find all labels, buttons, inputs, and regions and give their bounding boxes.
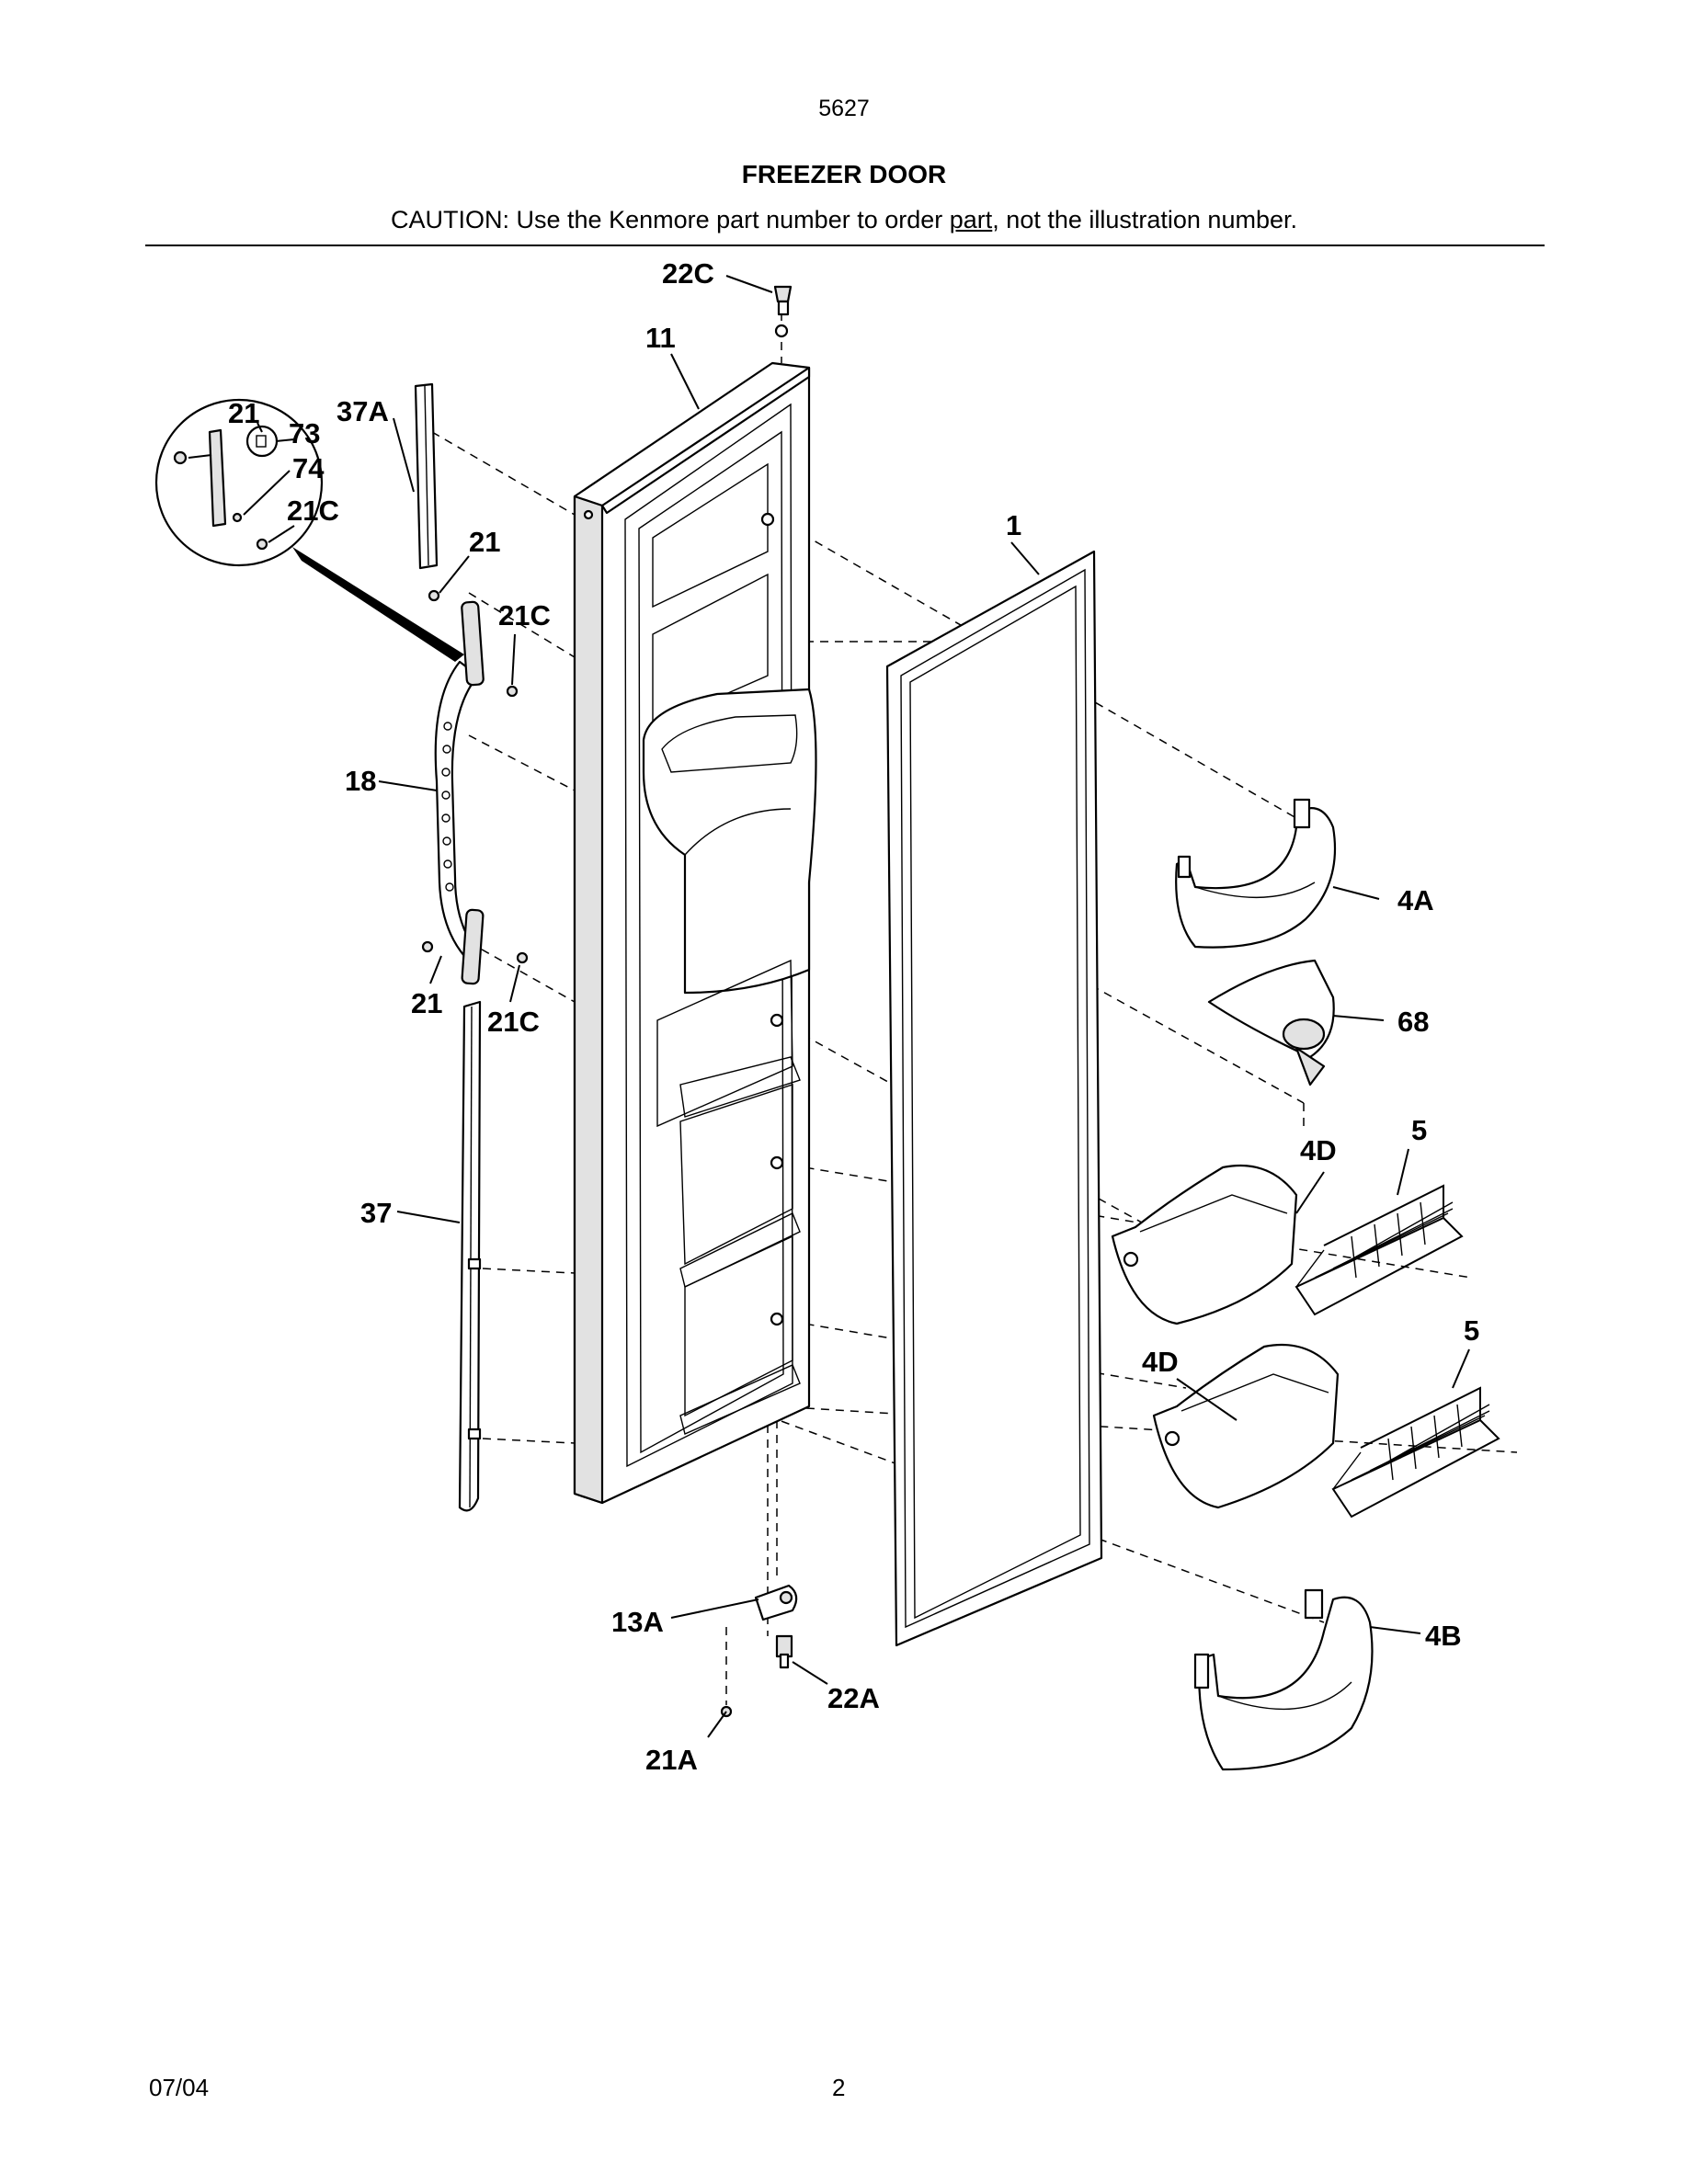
callout-21-inset: 21 [228,397,259,429]
caution-note: CAUTION: Use the Kenmore part number to … [0,206,1688,234]
callout-4D-upper: 4D [1300,1134,1337,1166]
callout-68: 68 [1397,1006,1429,1038]
header-rule [145,245,1545,246]
caution-underlined-word: part [949,206,993,233]
callout-73: 73 [289,417,320,449]
bin-4D-upper [1111,1164,1298,1325]
callout-4A: 4A [1397,884,1434,916]
wire-basket-5-upper [1295,1184,1464,1316]
callout-18: 18 [345,765,376,797]
callout-11: 11 [645,322,676,354]
callout-22A: 22A [827,1682,880,1714]
trim-37A [414,382,439,570]
callout-labels: 22C 11 21 73 74 21C 37A 21 21C 1 18 4A 6… [228,257,1479,1776]
door-gasket [885,550,1103,1647]
hinge-parts [754,285,798,1669]
callout-22C-top: 22C [662,257,714,290]
trim-37 [458,1000,482,1512]
callout-1: 1 [1006,509,1021,541]
bin-4D-lower [1152,1343,1340,1509]
footer-page-number: 2 [832,2074,846,2101]
bin-4B [1193,1588,1374,1771]
footer-date: 07/04 [149,2074,210,2101]
callout-21C-upper: 21C [498,599,551,631]
wire-basket-5-lower [1331,1386,1500,1519]
callout-37: 37 [360,1197,392,1229]
callout-4D-lower: 4D [1142,1346,1179,1378]
callout-5-lower: 5 [1464,1314,1479,1347]
callout-21A: 21A [645,1744,698,1776]
bin-4A [1175,798,1337,949]
callout-13A: 13A [611,1606,664,1638]
screws [421,589,733,1718]
door-handle [434,600,485,985]
callout-leaders [243,275,1470,1738]
callout-37A: 37A [336,395,389,427]
callout-21-upper: 21 [469,526,500,558]
caution-text-start: CAUTION: Use the Kenmore part number to … [391,206,950,233]
page-title: FREEZER DOOR [741,160,947,188]
callout-74: 74 [292,452,325,484]
bin-68-dispenser-funnel [1207,959,1335,1086]
model-code: 5627 [818,96,870,121]
caution-text-end: , not the illustration number. [992,206,1297,233]
callout-5-upper: 5 [1411,1114,1427,1146]
callout-4B: 4B [1425,1620,1462,1652]
callout-21C-lower: 21C [487,1006,540,1038]
callout-21-lower: 21 [411,987,442,1019]
callout-21C-inset: 21C [287,495,339,527]
freezer-door-liner [573,324,817,1505]
